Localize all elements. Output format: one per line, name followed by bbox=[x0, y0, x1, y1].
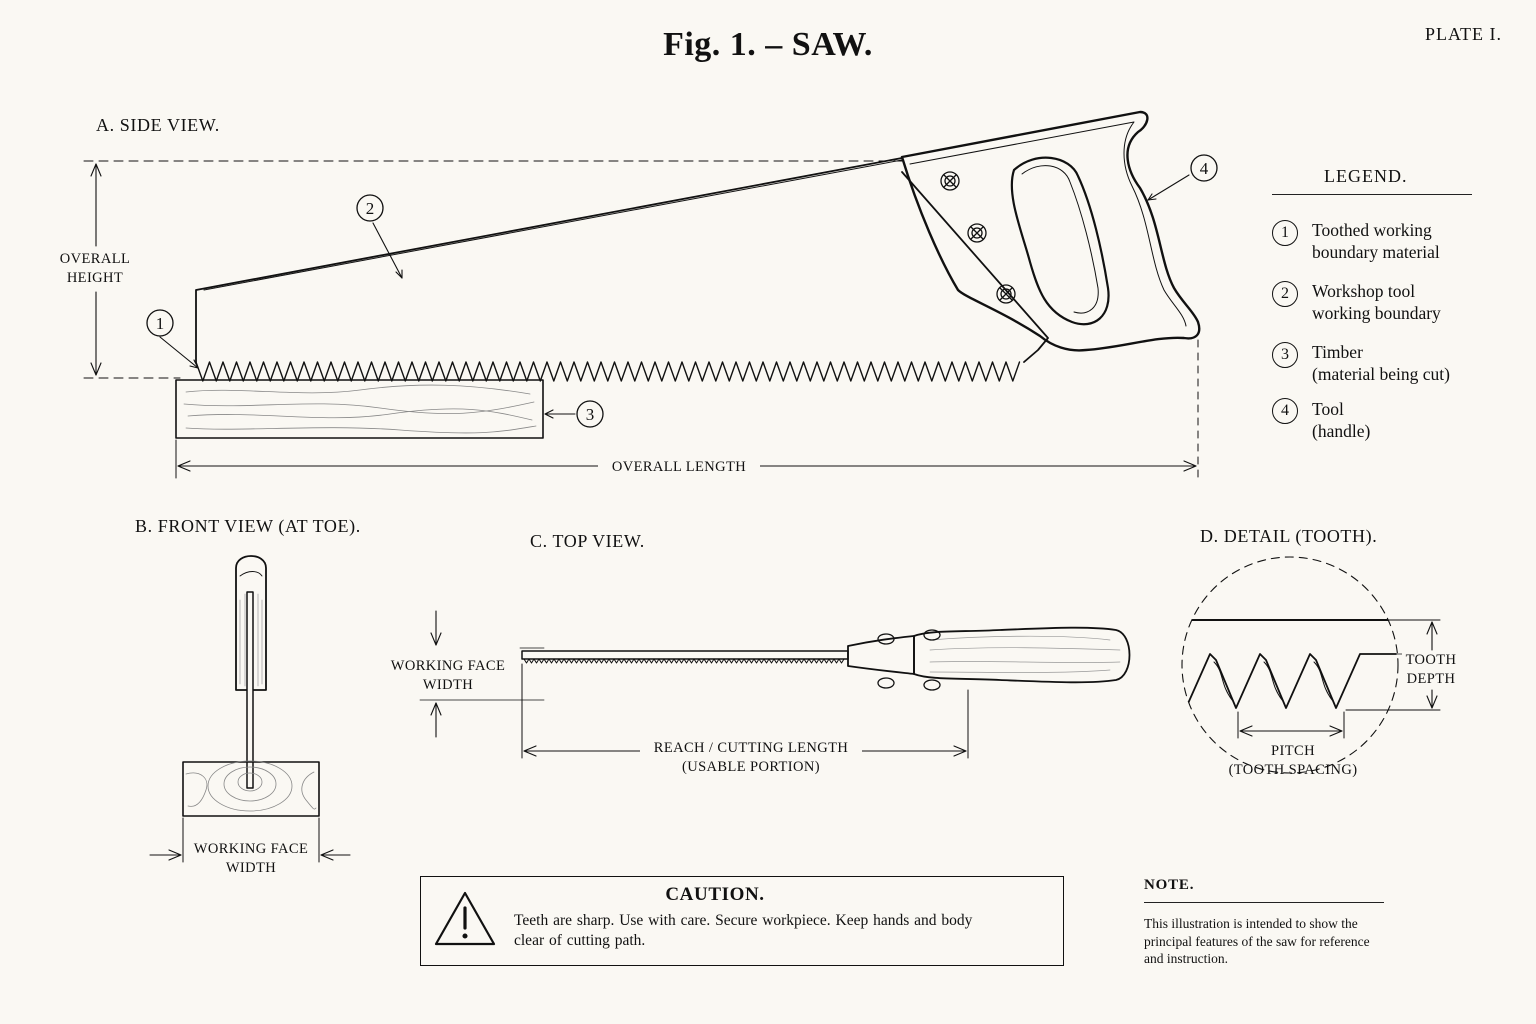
saw-teeth bbox=[195, 361, 1021, 382]
reach-label: REACH / CUTTING LENGTH (USABLE PORTION) bbox=[640, 739, 862, 777]
overall-height-label: OVERALL HEIGHT bbox=[50, 250, 140, 288]
callout-2-circle bbox=[356, 194, 384, 222]
caution-line-1: Teeth are sharp. Use with care. Secure w… bbox=[514, 912, 973, 929]
callout-3: 3 bbox=[586, 405, 595, 424]
tooth-depth-label: TOOTH DEPTH bbox=[1402, 651, 1460, 689]
section-side-view-label: A. SIDE VIEW. bbox=[96, 115, 220, 135]
legend-item-2-line2: working boundary bbox=[1312, 303, 1441, 323]
figure-title: Fig. 1. – SAW. bbox=[663, 26, 873, 63]
legend-item-4: 4 Tool (handle) bbox=[1272, 398, 1502, 442]
legend-title: LEGEND. bbox=[1324, 166, 1408, 186]
warning-icon bbox=[434, 891, 496, 946]
caution-text: Teeth are sharp. Use with care. Secure w… bbox=[514, 911, 1054, 951]
handle-screws bbox=[940, 171, 1016, 304]
callout-2: 2 bbox=[366, 199, 375, 218]
legend-item-1-line1: Toothed working bbox=[1312, 220, 1432, 240]
top-face-width-line2: WIDTH bbox=[422, 677, 474, 693]
front-handle bbox=[235, 555, 267, 691]
timber-block bbox=[175, 379, 544, 439]
note-line-3: and instruction. bbox=[1144, 951, 1228, 966]
top-blade-teeth bbox=[523, 658, 845, 664]
saw-blade bbox=[195, 157, 1049, 363]
front-view bbox=[149, 555, 351, 863]
legend-item-3-line1: Timber bbox=[1312, 342, 1363, 362]
section-top-view-label: C. TOP VIEW. bbox=[530, 531, 645, 551]
saw-handle bbox=[900, 110, 1201, 352]
note-line-2: principal features of the saw for refere… bbox=[1144, 933, 1370, 949]
legend-num-4: 4 bbox=[1272, 398, 1298, 424]
front-face-width-line2: WIDTH bbox=[225, 860, 277, 876]
side-view bbox=[83, 110, 1218, 479]
callout-3-circle bbox=[576, 400, 604, 428]
legend-item-2: 2 Workshop tool working boundary bbox=[1272, 280, 1502, 324]
top-view bbox=[419, 610, 1131, 759]
legend-num-2: 2 bbox=[1272, 281, 1298, 307]
note-line-1: This illustration is intended to show th… bbox=[1144, 916, 1358, 931]
top-blade bbox=[521, 650, 849, 660]
legend-item-3-line2: (material being cut) bbox=[1312, 364, 1450, 384]
detail-circle bbox=[1181, 556, 1399, 774]
front-face-width-label: WORKING FACE WIDTH bbox=[186, 840, 316, 878]
top-handle bbox=[913, 626, 1131, 684]
legend-num-3: 3 bbox=[1272, 342, 1298, 368]
detail-teeth bbox=[1185, 653, 1397, 709]
legend-item-1-line2: boundary material bbox=[1312, 242, 1440, 262]
callout-1-circle bbox=[146, 309, 174, 337]
legend-item-1: 1 Toothed working boundary material bbox=[1272, 219, 1502, 263]
top-face-width-line1: WORKING FACE bbox=[390, 658, 506, 674]
legend-rule bbox=[1272, 194, 1472, 195]
tooth-depth-line1: TOOTH bbox=[1405, 652, 1457, 668]
section-front-view-label: B. FRONT VIEW (AT TOE). bbox=[135, 516, 361, 536]
legend-item-3: 3 Timber (material being cut) bbox=[1272, 341, 1502, 385]
legend-item-4-line2: (handle) bbox=[1312, 421, 1371, 441]
front-timber bbox=[182, 761, 320, 817]
tooth-depth-line2: DEPTH bbox=[1406, 671, 1456, 687]
plate-number: PLATE I. bbox=[1425, 24, 1502, 44]
top-face-width-label: WORKING FACE WIDTH bbox=[386, 657, 510, 695]
note-rule bbox=[1144, 902, 1384, 903]
caution-box bbox=[420, 876, 1064, 966]
legend-num-1: 1 bbox=[1272, 220, 1298, 246]
pitch-line2: (TOOTH SPACING) bbox=[1228, 762, 1358, 778]
overall-height-line2: HEIGHT bbox=[66, 270, 124, 286]
top-ferrule bbox=[847, 635, 915, 675]
callout-4: 4 bbox=[1200, 159, 1209, 178]
overall-height-line1: OVERALL bbox=[59, 251, 131, 267]
callout-1: 1 bbox=[156, 314, 165, 333]
legend-item-4-line1: Tool bbox=[1312, 399, 1344, 419]
tooth-detail bbox=[1181, 556, 1441, 774]
front-face-width-line1: WORKING FACE bbox=[193, 841, 309, 857]
caution-title: CAUTION. bbox=[665, 884, 765, 905]
front-blade bbox=[246, 591, 254, 789]
reach-line2: (USABLE PORTION) bbox=[681, 759, 821, 775]
overall-length-label: OVERALL LENGTH bbox=[598, 458, 760, 477]
legend-item-2-line1: Workshop tool bbox=[1312, 281, 1416, 301]
pitch-label: PITCH (TOOTH SPACING) bbox=[1222, 742, 1364, 780]
caution-line-2: clear of cutting path. bbox=[514, 932, 646, 949]
reach-line1: REACH / CUTTING LENGTH bbox=[653, 740, 849, 756]
note-title: NOTE. bbox=[1144, 877, 1195, 893]
timber-grain bbox=[183, 384, 537, 434]
note-text: This illustration is intended to show th… bbox=[1144, 915, 1424, 968]
pitch-line1: PITCH bbox=[1271, 743, 1315, 759]
callout-4-circle bbox=[1190, 154, 1218, 182]
section-detail-label: D. DETAIL (TOOTH). bbox=[1200, 526, 1378, 546]
handle-grip-hole bbox=[1010, 156, 1110, 326]
